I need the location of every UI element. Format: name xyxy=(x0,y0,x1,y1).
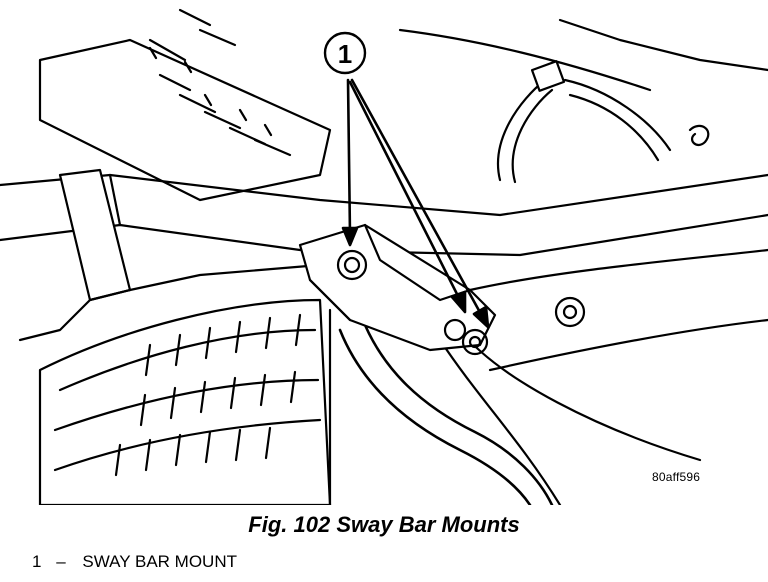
frame-rail xyxy=(38,8,332,202)
wiring-harness xyxy=(398,18,768,184)
legend-item-separator: – xyxy=(56,552,66,571)
frame-bracket xyxy=(18,168,322,342)
sway-bar xyxy=(338,323,554,505)
leader-arrows xyxy=(341,78,490,329)
legend: 1 – SWAY BAR MOUNT xyxy=(32,552,237,572)
callout-1: 1 xyxy=(323,31,367,75)
legend-item-number: 1 xyxy=(32,552,42,571)
figure-id: 80aff596 xyxy=(652,470,701,484)
figure-caption: Fig. 102 Sway Bar Mounts xyxy=(248,512,520,537)
callout-number: 1 xyxy=(338,39,352,69)
body-bolt xyxy=(554,296,586,328)
sway-bar-mount-illustration: 1 xyxy=(0,8,768,505)
legend-item-label: SWAY BAR MOUNT xyxy=(82,552,237,571)
tire xyxy=(38,298,332,505)
body-panel xyxy=(328,248,768,505)
